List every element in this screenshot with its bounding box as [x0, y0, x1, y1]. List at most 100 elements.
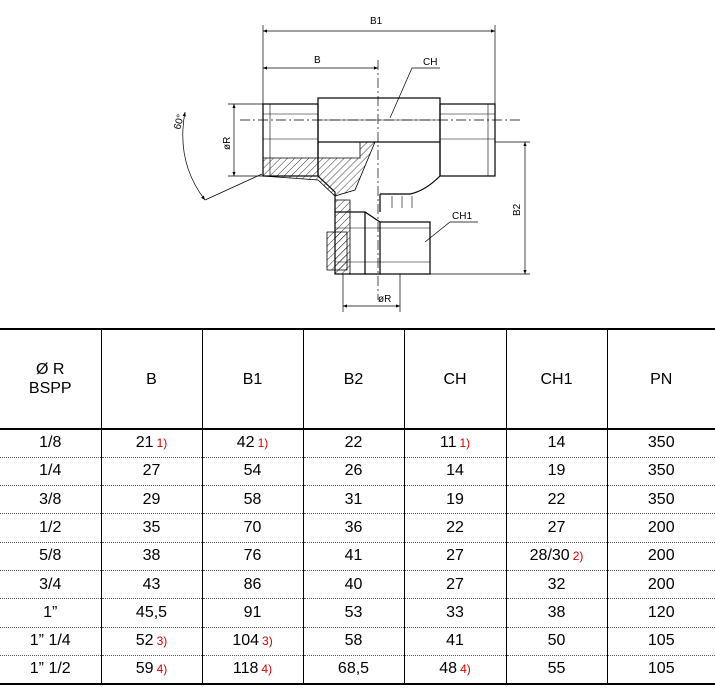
table-cell: 55: [505, 654, 607, 685]
footnote-marker: 4): [261, 662, 273, 677]
footnote-marker: 1): [459, 436, 471, 451]
table-cell: 1”: [0, 598, 101, 628]
cell-value: 55: [547, 660, 566, 678]
table-cell: 19: [505, 456, 607, 486]
table-cell: 200: [606, 513, 715, 543]
cell-value: 59: [135, 660, 154, 678]
cell-value: 40: [344, 575, 363, 593]
fitting-outline: [262, 97, 496, 275]
table-cell: 36: [302, 513, 404, 543]
column-header-text: B1: [242, 370, 263, 388]
cell-value: 50: [547, 632, 566, 650]
table-cell: 200: [606, 569, 715, 599]
cell-value: 19: [547, 462, 566, 480]
cell-value: 52: [135, 632, 154, 650]
cell-value: 21: [135, 434, 154, 452]
column-header-text: PN: [650, 370, 673, 388]
cell-value: 41: [446, 632, 464, 650]
table-cell: 35: [100, 513, 202, 543]
column-header: PN: [606, 328, 715, 430]
table-cell: 54: [201, 456, 303, 486]
cell-value: 11: [439, 434, 457, 452]
cell-value: 86: [243, 575, 262, 593]
cell-value: 200: [647, 575, 675, 593]
dimension-lines: [182, 25, 530, 312]
cell-value: 54: [243, 462, 262, 480]
label-b: B: [314, 55, 321, 66]
table-cell: 5/8: [0, 541, 101, 571]
table-cell: 3/4: [0, 569, 101, 599]
tee-fitting-drawing: B1 B CH CH1 B2 øR øR 60°: [172, 16, 530, 312]
table-cell: 19: [403, 485, 506, 514]
footnote-marker: 4): [460, 662, 471, 677]
table-cell: 1/4: [0, 456, 101, 486]
label-ch1: CH1: [452, 211, 472, 222]
table-cell: 350: [606, 485, 715, 514]
table-cell: 58: [302, 626, 404, 656]
table-cell: 1” 1/2: [0, 654, 101, 685]
cell-value: 22: [446, 519, 464, 537]
column-header-text: Ø R: [36, 361, 65, 378]
table-row: 1/2 35 70 36 22 27 200: [0, 513, 715, 543]
cell-value: 200: [647, 519, 675, 537]
table-cell: 27: [403, 541, 506, 571]
table-cell: 3/8: [0, 485, 101, 514]
cell-value: 1” 1/4: [29, 632, 71, 650]
footnote-marker: 4): [156, 662, 168, 677]
table-cell: 40: [302, 569, 404, 599]
label-ch: CH: [423, 57, 437, 68]
table-cell: 32: [505, 569, 607, 599]
column-header: B1: [201, 328, 303, 430]
table-cell: 33: [403, 598, 506, 628]
cell-value: 350: [647, 462, 675, 480]
cell-value: 5/8: [39, 547, 62, 565]
label-angle: 60°: [172, 113, 187, 130]
footnote-marker: 2): [572, 549, 584, 564]
cell-value: 3/8: [39, 490, 62, 508]
table-cell: 26: [302, 456, 404, 486]
cell-value: 1/2: [39, 519, 62, 537]
table-cell: 27: [100, 456, 202, 486]
table-cell: 91: [201, 598, 303, 628]
table-cell: 41: [403, 626, 506, 656]
cell-value: 27: [547, 519, 566, 537]
cell-value: 105: [647, 660, 675, 678]
table-cell: 350: [606, 456, 715, 486]
cell-value: 104: [232, 632, 260, 650]
table-cell: 29: [100, 485, 202, 514]
cell-value: 38: [547, 603, 566, 621]
cell-value: 43: [142, 575, 161, 593]
cell-value: 76: [243, 547, 262, 565]
cell-value: 58: [344, 632, 363, 650]
column-header-text: B2: [343, 370, 364, 388]
cell-value: 36: [344, 519, 363, 537]
cell-value: 29: [142, 490, 161, 508]
column-header-text: BSPP: [28, 380, 72, 397]
cell-value: 41: [344, 547, 363, 565]
table-cell: 105: [606, 626, 715, 656]
cell-value: 91: [243, 603, 262, 621]
cell-value: 45,5: [135, 603, 168, 621]
cell-value: 350: [647, 434, 675, 452]
cell-value: 31: [344, 490, 363, 508]
table-cell: 27: [403, 569, 506, 599]
table-cell: 43: [100, 569, 202, 599]
column-header: B2: [302, 328, 404, 430]
table-cell: 41: [302, 541, 404, 571]
cell-value: 27: [446, 547, 464, 565]
cell-value: 70: [243, 519, 262, 537]
cell-value: 35: [142, 519, 161, 537]
column-header: CH: [403, 328, 506, 430]
cell-value: 19: [446, 490, 464, 508]
table-cell: 1/8: [0, 429, 101, 457]
